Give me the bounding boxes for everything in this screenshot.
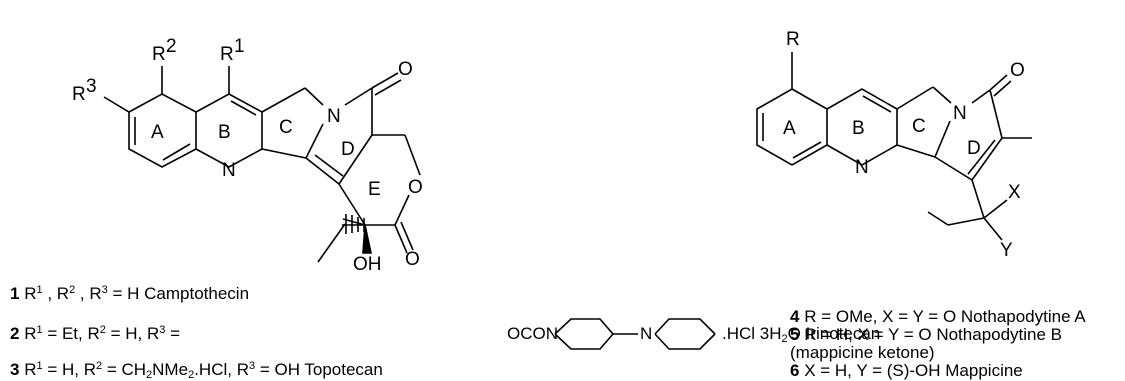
r3-label: R	[72, 84, 86, 105]
ring-label-b: B	[218, 122, 231, 143]
hydroxyl-label: OH	[353, 254, 382, 275]
camptothecin-labels: R 2 R 1 R 3 N N O O O OH A B C D E	[72, 36, 423, 275]
caption-compound-5: 5 R = H, X = Y = O Nothapodytine B	[790, 325, 1063, 344]
irinotecan-piperidine-rings	[554, 318, 716, 350]
nitrogen-ring-c: N	[953, 103, 967, 124]
caption-compound-5-alias: (mappicine ketone)	[790, 343, 935, 362]
ring-label-b: B	[852, 118, 865, 139]
irinotecan-salt-label: .HCl 3H2O Irinotecan	[722, 324, 881, 345]
ring-label-a: A	[783, 118, 796, 139]
ring-label-c: C	[912, 116, 926, 137]
nitrogen-ring-c: N	[327, 106, 341, 127]
lactone-oxygen: O	[408, 177, 423, 198]
x-label: X	[1008, 182, 1021, 203]
carbonyl-oxygen: O	[1010, 60, 1025, 81]
ring-label-a: A	[151, 122, 164, 143]
carbonyl-oxygen-bottom: O	[405, 249, 420, 270]
y-label: Y	[1000, 240, 1013, 261]
irinotecan-n-label: N	[640, 324, 653, 343]
r1-superscript: 1	[234, 36, 245, 57]
caption-compound-3: 3 R1 = H, R2 = CH2NMe2.HCl, R3 = OH Topo…	[10, 360, 383, 381]
r1-label: R	[220, 44, 234, 65]
mappicine-skeleton	[756, 52, 1032, 241]
r-label: R	[786, 29, 800, 50]
ring-label-d: D	[341, 139, 355, 160]
ring-label-d: D	[967, 138, 981, 159]
nitrogen-ring-b: N	[855, 157, 869, 178]
ring-label-e: E	[368, 179, 381, 200]
camptothecin-skeleton	[103, 66, 421, 263]
r3-superscript: 3	[86, 76, 97, 97]
caption-compound-2: 2 R1 = Et, R2 = H, R3 =	[10, 324, 181, 343]
caption-compound-1: 1 R1 , R2 , R3 = H Camptothecin	[10, 284, 250, 303]
irinotecan-oco-label: OCON	[507, 324, 558, 343]
r2-label: R	[152, 44, 166, 65]
caption-compound-6: 6 X = H, Y = (S)-OH Mappicine	[790, 361, 1023, 380]
mappicine-labels: R N N O X Y A B C D	[783, 29, 1025, 261]
caption-compound-4: 4 R = OMe, X = Y = O Nothapodytine A	[790, 307, 1086, 326]
carbonyl-oxygen-top: O	[398, 59, 413, 80]
ring-label-c: C	[279, 117, 293, 138]
nitrogen-ring-b: N	[222, 160, 236, 181]
r2-superscript: 2	[166, 36, 177, 57]
